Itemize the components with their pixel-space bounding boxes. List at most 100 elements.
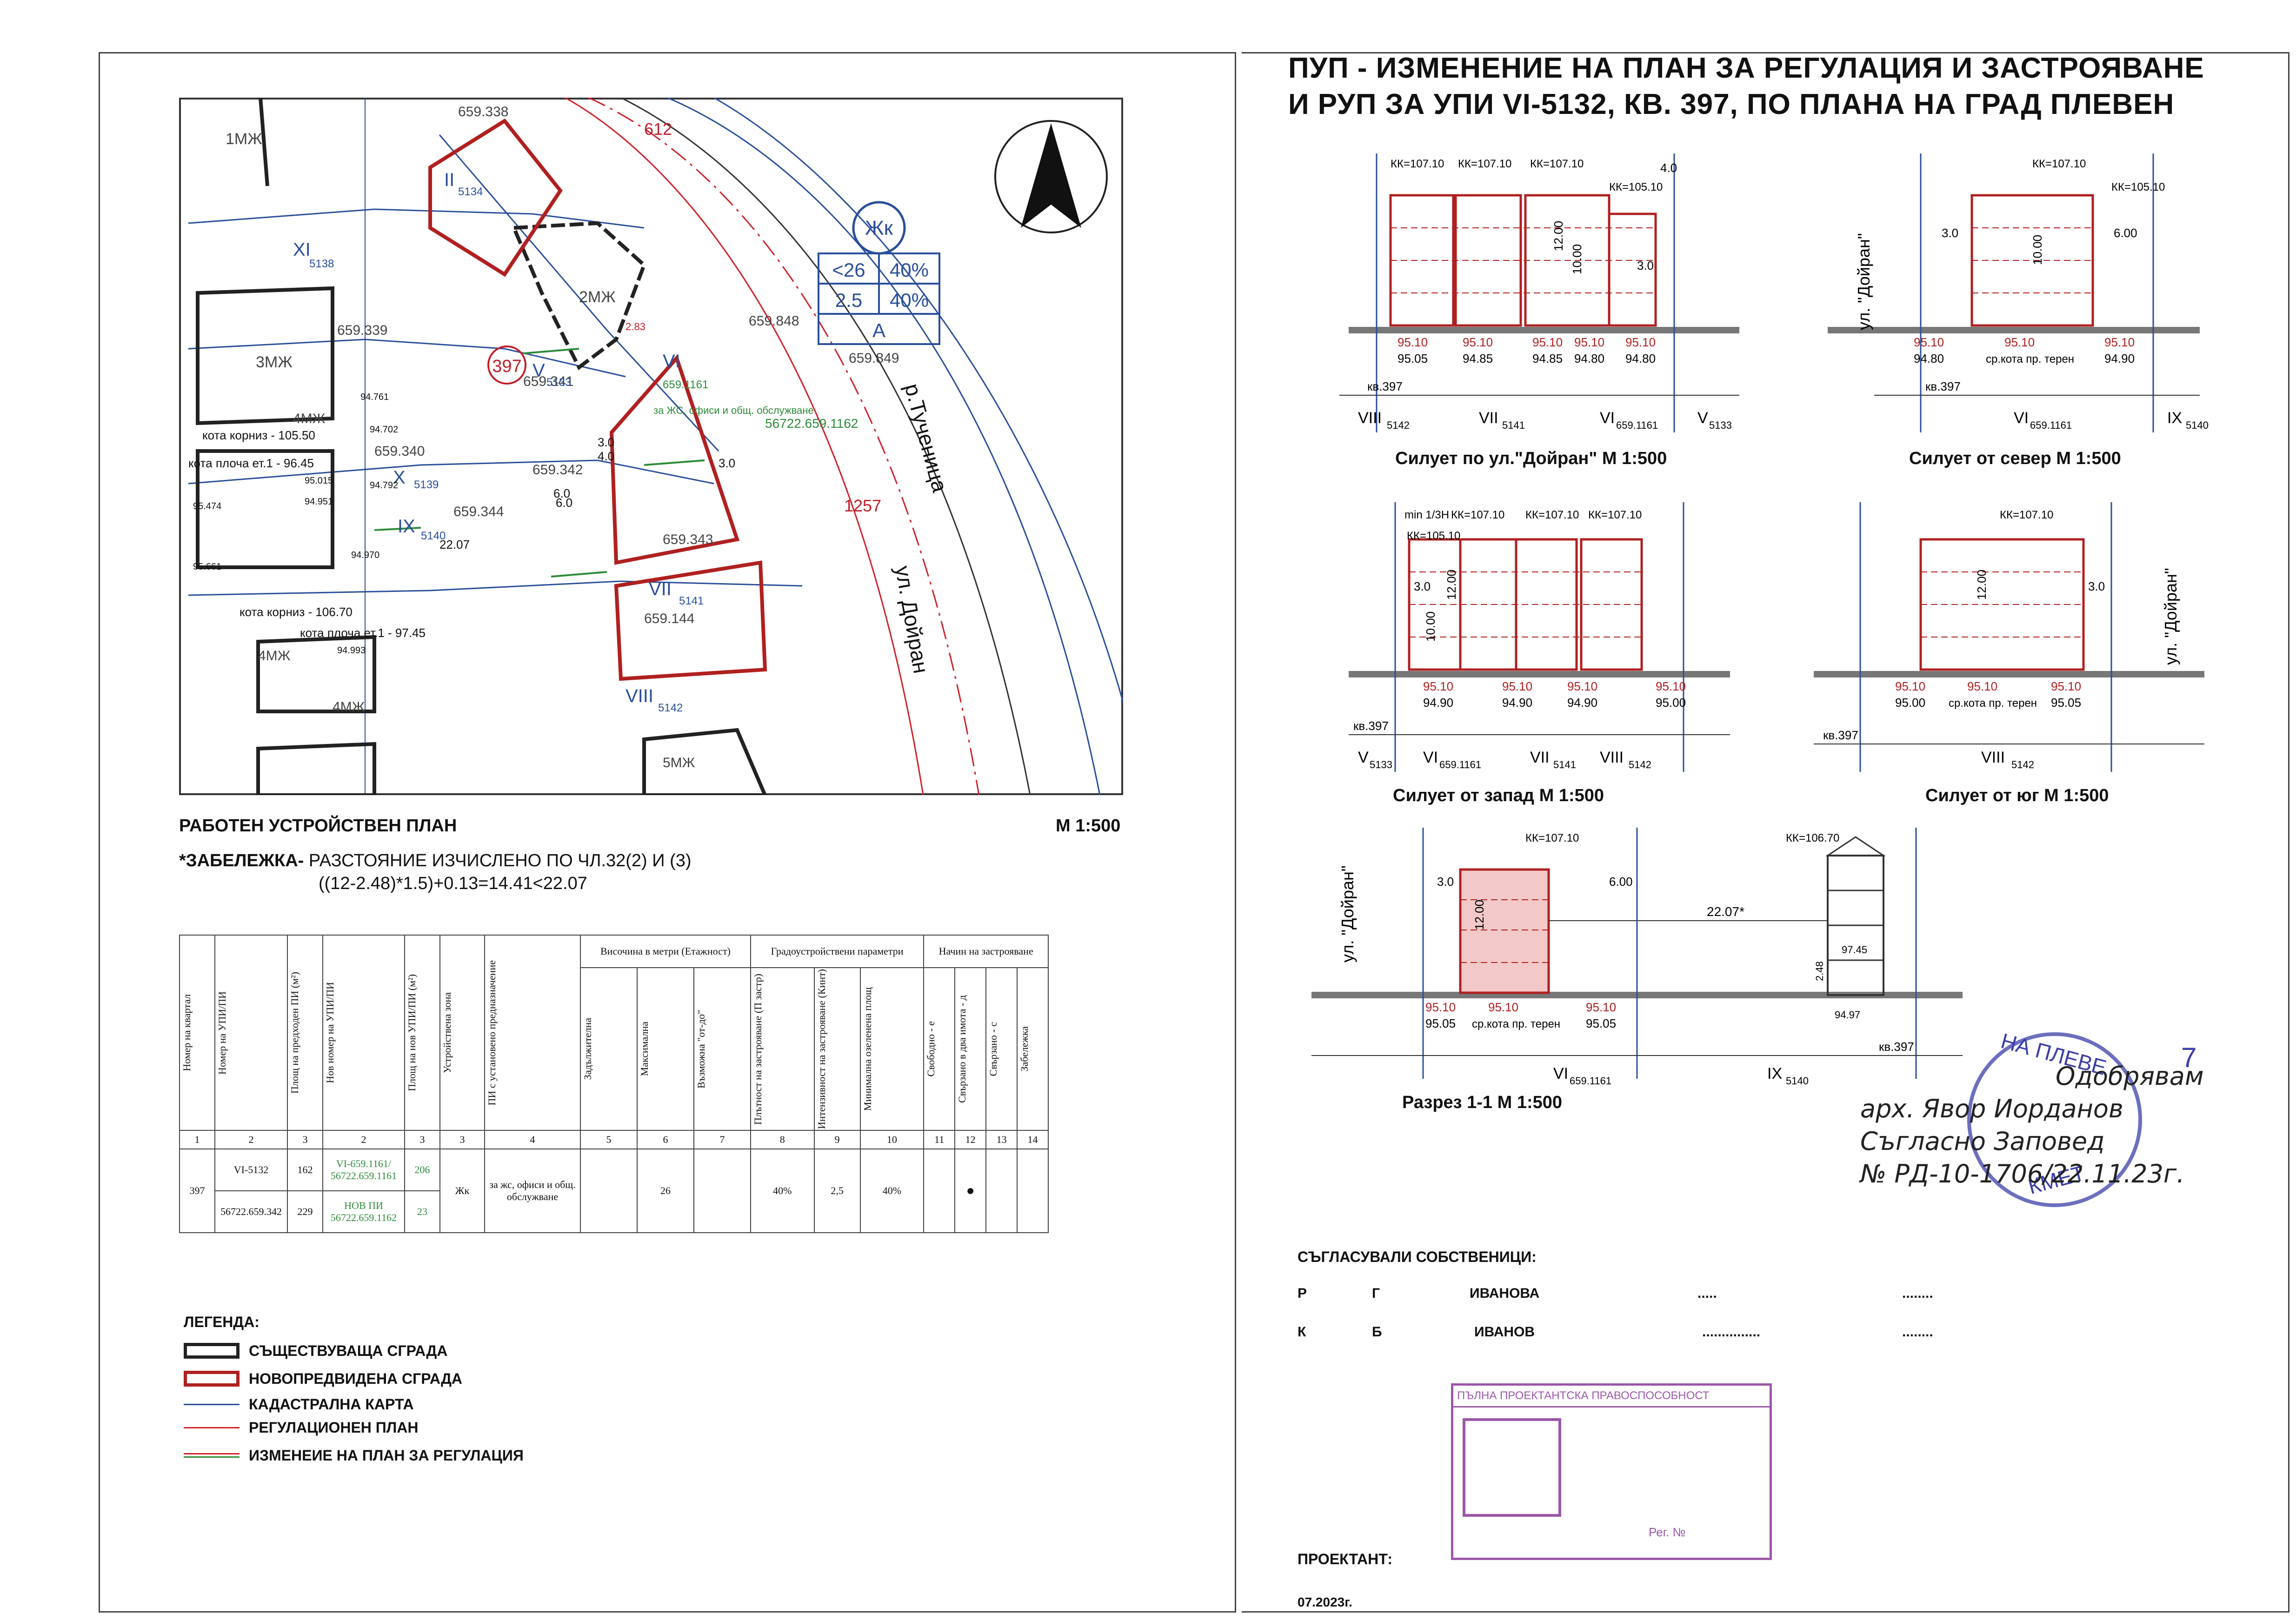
approval-text: Одобрявам арх. Явор Иорданов Съгласно За… xyxy=(1860,1062,2204,1188)
silhouette-north-caption: Силует от север М 1:500 xyxy=(1909,449,2121,468)
designer-stamp-logo xyxy=(1463,1418,1561,1517)
s1-e4: 95.10 xyxy=(1574,335,1604,349)
s3-kk3: КК=107.10 xyxy=(1588,509,1642,521)
left-sheet-frame xyxy=(99,52,1236,1613)
s4-5142: 5142 xyxy=(2011,759,2034,770)
s3-kk2: КК=107.10 xyxy=(1525,509,1579,521)
table-group-row: Номер на квартал Номер на УПИ/ПИ Площ на… xyxy=(179,934,1049,1131)
legend-swatch-new xyxy=(184,1371,240,1387)
note-label: *ЗАБЕЛЕЖКА- xyxy=(179,851,304,870)
th-range: Възможна "от-до" xyxy=(693,967,751,1131)
s1-vi: VI xyxy=(1600,409,1615,427)
s1-dim10: 10.00 xyxy=(1570,244,1584,274)
approval-mark: 7 xyxy=(2181,1042,2197,1073)
s3-v: V xyxy=(1358,749,1369,766)
th-free: Свободно - е xyxy=(923,967,956,1131)
s4-e1b: 95.00 xyxy=(1895,696,1925,710)
th-upi: Номер на УПИ/ПИ xyxy=(214,934,288,1131)
s1-kk4: КК=105.10 xyxy=(1609,181,1663,193)
elevation-cornice-2: кота корниз - 106.70 xyxy=(240,605,353,619)
th-purpose: ПИ с установено предназначение xyxy=(484,934,581,1131)
dim-3-0a: 3.0 xyxy=(598,435,614,449)
parcel-848: 659.848 xyxy=(749,313,799,329)
cell-green: 40% xyxy=(859,1149,925,1234)
s2-e1b: 94.80 xyxy=(1914,352,1944,365)
river-label: р.Тученица xyxy=(900,381,952,495)
legend-new: НОВОПРЕДВИДЕНА СГРАДА xyxy=(184,1369,462,1388)
s5-street: ул. "Дойран" xyxy=(1338,865,1357,963)
title-line-1: ПУП - ИЗМЕНЕНИЕ НА ПЛАН ЗА РЕГУЛАЦИЯ И З… xyxy=(1288,52,2204,84)
silhouette-south-caption: Силует от юг М 1:500 xyxy=(1925,786,2109,805)
cell-intensity: 2,5 xyxy=(813,1149,861,1234)
label-4mzh-a: 4МЖ xyxy=(293,411,326,426)
upi-xi: XI xyxy=(293,239,311,260)
s1-dim40: 4.0 xyxy=(1660,161,1677,175)
silhouette-north: ул. "Дойран" КК=107.10 КК=105.10 3.0 6.0… xyxy=(1828,153,2209,432)
s3-e1: 95.10 xyxy=(1423,679,1453,693)
th-zone: Устройствена зона xyxy=(439,934,485,1131)
s1-kk1: КК=107.10 xyxy=(1391,158,1444,170)
s2-e3: 95.10 xyxy=(2104,335,2135,349)
s5-vi: VI xyxy=(1553,1065,1568,1082)
cell-zone: Жк xyxy=(439,1149,485,1234)
cell-density: 40% xyxy=(750,1149,815,1234)
th-mandatory: Задължителна xyxy=(580,967,638,1131)
th-group-mode: Начин на застрояване xyxy=(923,935,1049,968)
s2-street: ул. "Дойран" xyxy=(1854,233,1873,330)
cell-new1: VI-659.1161/ 56722.659.1161 xyxy=(322,1149,405,1192)
s4-kv: кв.397 xyxy=(1823,728,1858,742)
designer-stamp-reg: Рег. № xyxy=(1649,1525,1686,1539)
s3-kv: кв.397 xyxy=(1353,719,1389,733)
s4-viii: VIII xyxy=(1981,749,2005,766)
parcel-1162: 56722.659.1162 xyxy=(765,416,858,431)
use-label: за ЖС, офиси и общ. обслужване xyxy=(653,405,814,416)
node-612: 612 xyxy=(644,120,672,139)
s4-e3b: 95.05 xyxy=(2051,696,2081,710)
label-2mzh: 2МЖ xyxy=(579,288,616,306)
s2-mid: ср.кота пр. терен xyxy=(1986,353,2074,365)
s3-5133: 5133 xyxy=(1370,759,1392,770)
node-1257: 1257 xyxy=(844,496,881,515)
plan-note: *ЗАБЕЛЕЖКА- РАЗСТОЯНИЕ ИЗЧИСЛЕНО ПО ЧЛ.3… xyxy=(179,851,692,894)
label-3mzh: 3МЖ xyxy=(256,353,293,371)
upi-5139: 5139 xyxy=(414,478,439,491)
s5-kk2: КК=106.70 xyxy=(1786,832,1839,844)
upi-5140: 5140 xyxy=(421,530,446,542)
legend-amendment: ИЗМЕНЕИЕ НА ПЛАН ЗА РЕГУЛАЦИЯ xyxy=(184,1446,524,1465)
s1-5141: 5141 xyxy=(1502,419,1525,431)
s1-kk3: КК=107.10 xyxy=(1530,158,1584,170)
cell-mode: ● xyxy=(954,1149,987,1234)
th-linked: Свързано - с xyxy=(985,967,1018,1131)
s5-ix: IX xyxy=(1767,1065,1782,1082)
owners-title: СЪГЛАСУВАЛИ СОБСТВЕНИЦИ: xyxy=(1298,1248,1537,1265)
s2-kk2: КК=105.10 xyxy=(2111,181,2165,193)
label-5mzh: 5МЖ xyxy=(663,755,695,770)
silhouette-doiran-caption: Силует по ул."Дойран" М 1:500 xyxy=(1395,449,1667,468)
designer-label: ПРОЕКТАНТ: xyxy=(1298,1551,1393,1567)
s3-e2: 95.10 xyxy=(1502,679,1532,693)
zone-green: 40% xyxy=(890,289,929,311)
s3-dim10: 10.00 xyxy=(1424,611,1437,642)
upi-5134: 5134 xyxy=(458,186,483,198)
s1-e5b: 94.80 xyxy=(1625,352,1656,365)
s3-dim12: 12.00 xyxy=(1444,570,1458,600)
cell-max: 26 xyxy=(636,1149,694,1234)
s3-e2b: 94.90 xyxy=(1502,696,1532,710)
parcel-339: 659.339 xyxy=(337,323,387,338)
s2-kv: кв.397 xyxy=(1925,379,1961,393)
s4-e1: 95.10 xyxy=(1895,679,1925,693)
parcel-144: 659.144 xyxy=(644,611,694,626)
s1-5142: 5142 xyxy=(1387,419,1410,431)
th-two: Свързано в два имота - д xyxy=(954,967,987,1131)
zone-intensity: 2.5 xyxy=(835,289,862,311)
s1-e2: 95.10 xyxy=(1463,335,1493,349)
s1-vii: VII xyxy=(1479,409,1498,427)
elevation-slab-2: кота плоча ет.1 - 97.45 xyxy=(300,626,426,640)
s2-e2: 95.10 xyxy=(2004,335,2035,349)
upi-ii: II xyxy=(444,170,454,190)
s4-mid: ср.кота пр. терен xyxy=(1949,697,2037,710)
designer-stamp: ПЪЛНА ПРОЕКТАНТСКА ПРАВОСПОСОБНОСТ Рег. … xyxy=(1451,1383,1772,1560)
s5-5140: 5140 xyxy=(1786,1075,1809,1087)
upi-ix: IX xyxy=(398,516,415,537)
silhouette-west-caption: Силует от запад М 1:500 xyxy=(1393,786,1604,805)
